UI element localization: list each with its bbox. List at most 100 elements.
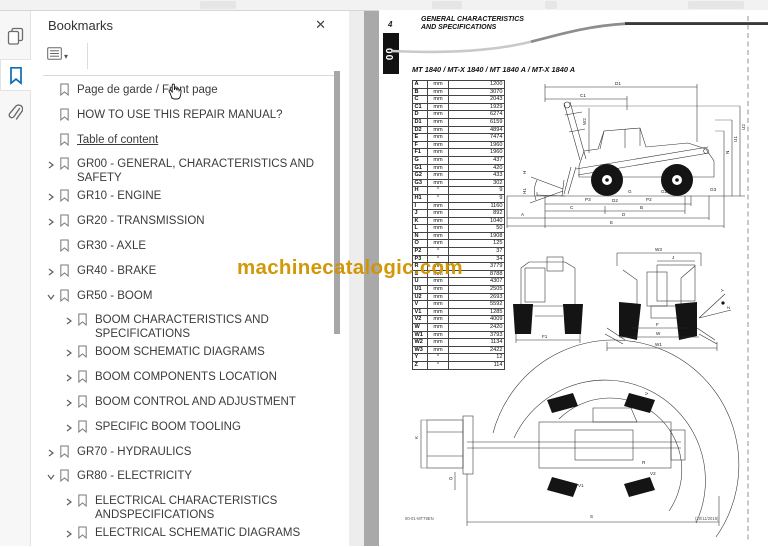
chevron-right-icon[interactable] <box>61 527 77 541</box>
options-list-icon <box>47 47 62 65</box>
bookmark-label: HOW TO USE THIS REPAIR MANUAL? <box>77 108 283 121</box>
dimension-label: V <box>644 391 649 395</box>
bookmark-item[interactable]: Table of content <box>31 129 333 154</box>
chevron-right-icon[interactable] <box>61 314 77 328</box>
pdf-page: 4 GENERAL CHARACTERISTICS AND SPECIFICAT… <box>379 10 768 546</box>
chevron-right-icon[interactable] <box>61 346 77 360</box>
technical-diagram <box>390 16 768 542</box>
page-thumbnails-icon[interactable] <box>0 21 30 51</box>
bookmark-label: GR40 - BRAKE <box>77 264 157 277</box>
dimension-label: V2 <box>650 471 656 476</box>
chevron-right-icon[interactable] <box>61 371 77 385</box>
bookmark-item[interactable]: BOOM SCHEMATIC DIAGRAMS <box>31 341 333 366</box>
page-number: 4 <box>388 20 393 29</box>
bookmark-item[interactable]: BOOM CONTROL AND ADJUSTMENT <box>31 391 333 416</box>
dimension-label: U1 <box>733 136 738 142</box>
dimension-label: W1 <box>655 342 662 347</box>
chevron-right-icon[interactable] <box>43 158 59 172</box>
bookmark-item[interactable]: ELECTRICAL CHARACTERISTICS ANDSPECIFICAT… <box>31 490 333 522</box>
dimension-label: Y <box>720 288 725 292</box>
dimension-label: K <box>414 435 419 439</box>
chevron-down-icon[interactable] <box>44 289 58 305</box>
dimension-label: G2 <box>661 189 668 194</box>
bookmark-label: BOOM SCHEMATIC DIAGRAMS <box>95 346 265 359</box>
dimension-label: H1 <box>522 188 527 194</box>
chevron-right-icon[interactable] <box>43 190 59 204</box>
bookmark-icon <box>77 494 95 512</box>
bookmark-item[interactable]: BOOM COMPONENTS LOCATION <box>31 366 333 391</box>
chevron-spacer <box>43 84 59 98</box>
bookmark-item[interactable]: GR70 - HYDRAULICS <box>31 441 333 466</box>
toolbar-button[interactable] <box>200 1 236 9</box>
dimension-label: Z <box>726 306 731 309</box>
attachments-icon[interactable] <box>0 97 30 127</box>
chevron-right-icon[interactable] <box>43 446 59 460</box>
bookmarks-icon[interactable] <box>0 59 31 91</box>
bookmark-label: GR10 - ENGINE <box>77 190 162 203</box>
toolbar-button[interactable] <box>432 1 462 9</box>
spec-value: 114 <box>448 360 505 370</box>
bookmark-item[interactable]: BOOM CHARACTERISTICS AND SPECIFICATIONS <box>31 309 333 341</box>
chevron-right-icon[interactable] <box>61 396 77 410</box>
bookmark-icon <box>59 189 77 207</box>
bookmark-label: GR30 - AXLE <box>77 239 147 252</box>
dimension-label: W3 <box>655 247 662 252</box>
bookmark-label: BOOM CHARACTERISTICS AND SPECIFICATIONS <box>95 314 269 340</box>
dimension-label: F <box>656 322 659 327</box>
dimension-label: B <box>640 205 644 210</box>
dimension-label: O <box>449 476 453 481</box>
bookmark-icon <box>59 108 77 126</box>
section-tab: 00 <box>383 33 399 74</box>
bookmark-icon <box>59 214 77 232</box>
bookmark-label: Page de garde / Front page <box>77 84 218 96</box>
chevron-right-icon[interactable] <box>61 421 77 435</box>
bookmark-label: BOOM CONTROL AND ADJUSTMENT <box>95 395 296 408</box>
bookmark-icon <box>59 289 77 307</box>
dimension-label: C <box>570 205 574 210</box>
bookmark-item[interactable]: GR10 - ENGINE <box>31 185 333 210</box>
bookmark-icon <box>77 420 95 438</box>
bookmark-item[interactable]: GR30 - AXLE <box>31 235 333 260</box>
bookmark-item[interactable]: SPECIFIC BOOM TOOLING <box>31 416 333 441</box>
bookmark-item[interactable]: GR80 - ELECTRICITY <box>31 465 333 490</box>
bookmark-options-button[interactable]: ▾ <box>47 45 77 67</box>
chevron-right-icon[interactable] <box>43 265 59 279</box>
bookmark-item[interactable]: GR20 - TRANSMISSION <box>31 210 333 235</box>
document-date: (20/11/2018) <box>695 516 719 521</box>
toolbar-separator <box>87 43 88 69</box>
bookmark-item[interactable]: Page de garde / Front page <box>31 79 333 104</box>
bookmark-icon <box>59 239 77 257</box>
bookmark-icon <box>59 83 77 101</box>
chevron-right-icon[interactable] <box>61 495 77 509</box>
dimension-label: N <box>725 150 730 154</box>
bookmark-label: GR50 - BOOM <box>77 289 153 302</box>
bookmark-icon <box>59 469 77 487</box>
dimension-label: G3 <box>710 187 717 192</box>
toolbar-button[interactable] <box>688 1 744 9</box>
bookmark-item[interactable]: GR50 - BOOM <box>31 285 333 310</box>
bookmark-icon <box>59 445 77 463</box>
left-nav-rail <box>0 11 31 546</box>
toolbar-button[interactable] <box>545 1 557 9</box>
bookmark-item[interactable]: GR00 - GENERAL, CHARACTERISTICS AND SAFE… <box>31 153 333 185</box>
bookmark-label: Table of content <box>77 133 159 146</box>
close-icon[interactable]: ✕ <box>315 17 326 32</box>
panel-scrollbar-thumb[interactable] <box>334 71 340 334</box>
bookmark-label: SPECIFIC BOOM TOOLING <box>95 420 241 433</box>
bookmark-item[interactable]: HOW TO USE THIS REPAIR MANUAL? <box>31 104 333 129</box>
panel-splitter[interactable] <box>349 11 364 546</box>
dimension-label: D1 <box>615 81 621 86</box>
dimension-label: F1 <box>542 334 548 339</box>
bookmark-label: BOOM COMPONENTS LOCATION <box>95 371 277 384</box>
bookmark-item[interactable]: GR40 - BRAKE <box>31 260 333 285</box>
bookmark-icon <box>77 526 95 544</box>
document-background <box>364 11 379 546</box>
chevron-down-icon[interactable] <box>44 469 58 485</box>
chevron-right-icon[interactable] <box>43 215 59 229</box>
bookmark-item[interactable]: ELECTRICAL SCHEMATIC DIAGRAMS <box>31 522 333 547</box>
bookmark-icon <box>77 345 95 363</box>
